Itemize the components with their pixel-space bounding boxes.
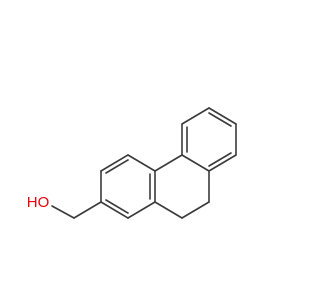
bond [181,107,210,125]
structure-canvas: HO [26,107,237,219]
bond [127,201,156,219]
molecule-drawing: HO [27,107,237,219]
double-bond-inner [105,199,129,214]
double-bond-inner [105,159,129,174]
bond [208,107,237,125]
double-bond-inner [208,112,232,127]
bond [154,154,183,172]
bond [100,201,129,219]
bond [181,154,210,172]
bond [181,201,210,219]
double-bond-inner [208,152,232,167]
bond [127,154,156,172]
bond [51,205,75,219]
bond [208,154,237,172]
bond [73,201,102,219]
bond [100,154,129,172]
hydroxyl-label: HO [27,194,50,211]
bond [154,201,183,219]
